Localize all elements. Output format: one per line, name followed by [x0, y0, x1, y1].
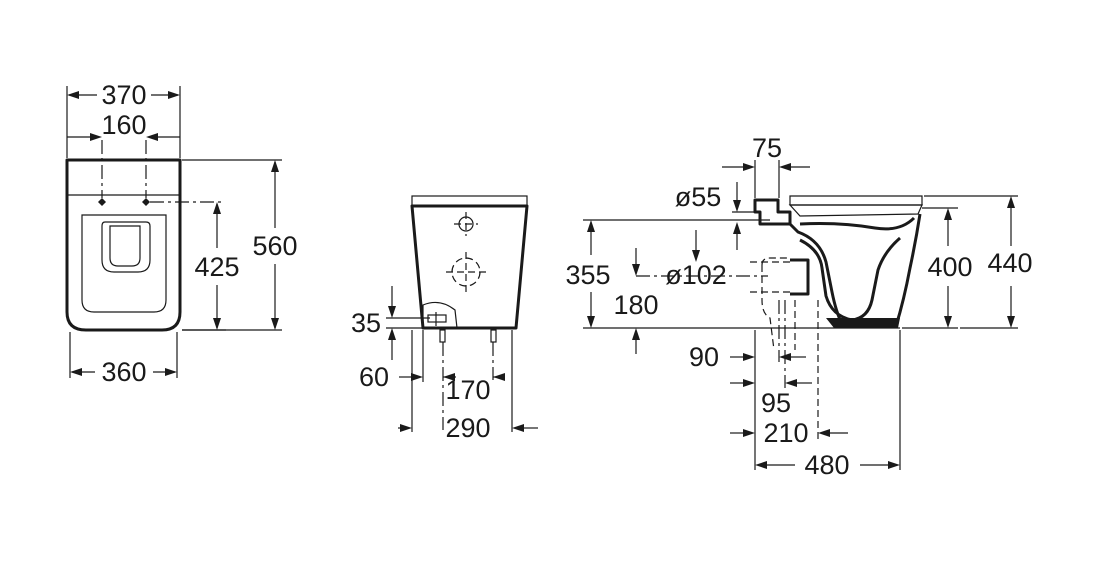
bowl-opening [101, 221, 151, 273]
dim-o55: ø55 [675, 182, 722, 212]
rear-view: 35 60 170 290 [351, 195, 538, 443]
dim-170: 170 [445, 375, 490, 405]
dim-355: 355 [565, 260, 610, 290]
fixing-point-right [142, 198, 150, 206]
dim-290: 290 [445, 413, 490, 443]
rear-view-outline [410, 204, 529, 330]
side-seat-lid [789, 195, 923, 206]
base-foot [826, 318, 900, 328]
dim-35: 35 [351, 308, 381, 338]
dim-95: 95 [761, 388, 791, 418]
outlet-pipe-dashed [761, 257, 796, 351]
dim-60: 60 [359, 362, 389, 392]
fixing-bracket [422, 301, 458, 329]
side-view: 75 ø55 355 180 ø102 90 95 [565, 133, 1032, 480]
trapway [799, 236, 901, 322]
dim-425: 425 [194, 252, 239, 282]
top-view-outline [65, 158, 182, 332]
dim-440: 440 [987, 248, 1032, 278]
dim-75: 75 [752, 133, 782, 163]
dim-180: 180 [613, 290, 658, 320]
bowl-inner [799, 216, 916, 231]
dim-90: 90 [689, 342, 719, 372]
fixing-point-left [98, 198, 106, 206]
dim-480: 480 [804, 450, 849, 480]
top-view: 370 160 360 425 560 [65, 80, 298, 387]
dim-160: 160 [101, 110, 146, 140]
dim-370: 370 [101, 80, 146, 110]
dim-360: 360 [101, 357, 146, 387]
dim-560: 560 [252, 231, 297, 261]
dim-210: 210 [763, 418, 808, 448]
dim-400: 400 [927, 252, 972, 282]
bowl-opening-inner [109, 225, 141, 267]
seat-outline [81, 214, 167, 313]
dim-o102: ø102 [665, 260, 727, 290]
outlet-spigot [790, 258, 810, 296]
